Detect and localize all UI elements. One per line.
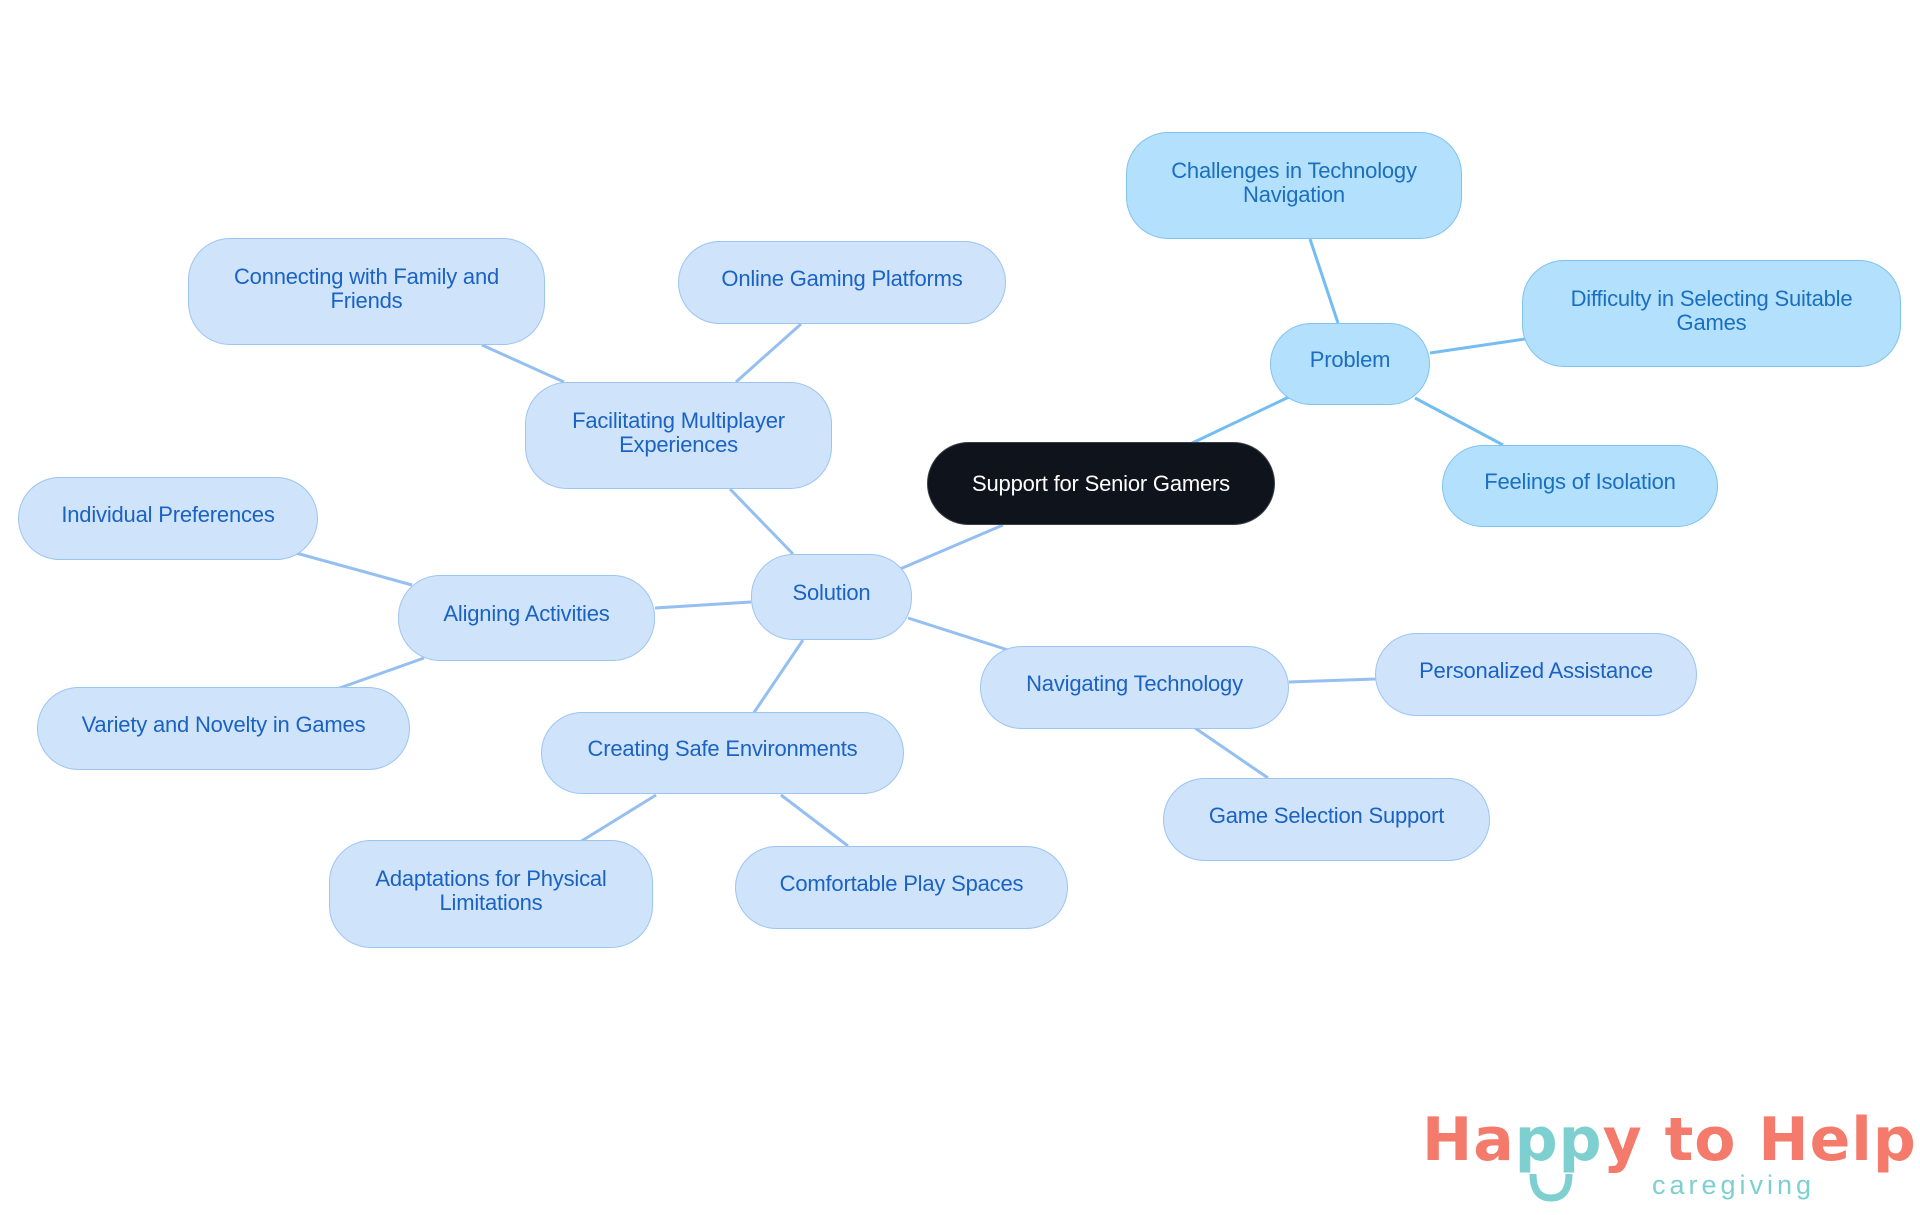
node-difficulty-in-selecting-suitable-games[interactable]: Difficulty in Selecting Suitable Games <box>1522 260 1901 367</box>
node-facilitating-multiplayer-experiences[interactable]: Facilitating Multiplayer Experiences <box>525 382 832 489</box>
node-label: Solution <box>792 580 871 605</box>
node-label: Challenges in Technology Navigation <box>1171 158 1417 207</box>
node-label: Feelings of Isolation <box>1484 469 1676 494</box>
root-node-support-for-senior-gamers[interactable]: Support for Senior Gamers <box>927 442 1275 525</box>
logo-text-y-to-help: y to Help <box>1602 1105 1917 1175</box>
node-variety-and-novelty-in-games[interactable]: Variety and Novelty in Games <box>37 687 410 770</box>
node-label: Aligning Activities <box>443 601 610 626</box>
edge-problem-to-isolation <box>1414 396 1504 447</box>
node-aligning-activities[interactable]: Aligning Activities <box>398 575 655 661</box>
node-challenges-in-technology-navigation[interactable]: Challenges in Technology Navigation <box>1126 132 1462 239</box>
node-game-selection-support[interactable]: Game Selection Support <box>1163 778 1490 861</box>
node-label: Individual Preferences <box>61 501 275 527</box>
node-navigating-technology[interactable]: Navigating Technology <box>980 646 1289 729</box>
node-label: Problem <box>1309 347 1391 372</box>
edge-aligning-to-variety <box>333 656 425 692</box>
node-label: Comfortable Play Spaces <box>779 870 1024 896</box>
edge-solution-to-navigating <box>907 616 1009 652</box>
happy-to-help-caregiving-logo: Happy to Help caregiving <box>1422 1108 1916 1208</box>
edge-facilitating-to-connecting <box>481 343 565 384</box>
node-label: Support for Senior Gamers <box>972 470 1230 496</box>
logo-tagline: caregiving <box>1652 1170 1816 1200</box>
node-label: Facilitating Multiplayer Experiences <box>572 408 785 457</box>
logo-text-pp: pp <box>1514 1105 1603 1175</box>
edge-creating-to-adaptations <box>579 793 657 844</box>
node-solution[interactable]: Solution <box>751 554 912 640</box>
node-creating-safe-environments[interactable]: Creating Safe Environments <box>541 712 904 794</box>
edge-creating-to-comfortable <box>780 793 849 848</box>
node-label: Personalized Assistance <box>1419 657 1653 683</box>
node-label: Difficulty in Selecting Suitable Games <box>1570 286 1853 335</box>
node-label: Variety and Novelty in Games <box>81 711 366 737</box>
edge-facilitating-to-online <box>735 322 802 384</box>
node-adaptations-for-physical-limitations[interactable]: Adaptations for Physical Limitations <box>329 840 653 948</box>
logo-wordmark: Happy to Help <box>1422 1108 1917 1172</box>
node-problem[interactable]: Problem <box>1270 323 1430 405</box>
node-label: Connecting with Family and Friends <box>233 264 500 313</box>
edge-aligning-to-individual <box>295 551 413 587</box>
node-personalized-assistance[interactable]: Personalized Assistance <box>1375 633 1697 716</box>
node-label: Online Gaming Platforms <box>721 265 963 291</box>
edge-problem-to-challenges <box>1308 238 1340 324</box>
edge-navigating-to-personalized <box>1288 677 1377 684</box>
node-connecting-with-family-and-friends[interactable]: Connecting with Family and Friends <box>188 238 545 345</box>
edge-solution-to-creating <box>751 639 805 715</box>
edge-root-to-problem <box>1185 394 1292 448</box>
node-comfortable-play-spaces[interactable]: Comfortable Play Spaces <box>735 846 1068 929</box>
smile-icon <box>1529 1173 1573 1202</box>
logo-text-ha: Ha <box>1422 1105 1515 1175</box>
node-label: Navigating Technology <box>1026 670 1243 696</box>
node-individual-preferences[interactable]: Individual Preferences <box>18 477 318 560</box>
node-online-gaming-platforms[interactable]: Online Gaming Platforms <box>678 241 1006 324</box>
node-feelings-of-isolation[interactable]: Feelings of Isolation <box>1442 445 1718 527</box>
edge-problem-to-difficulty <box>1429 337 1526 355</box>
node-label: Game Selection Support <box>1208 802 1445 828</box>
edge-solution-to-aligning <box>654 600 752 610</box>
node-label: Adaptations for Physical Limitations <box>375 866 607 915</box>
edge-root-to-solution <box>899 523 1004 571</box>
node-label: Creating Safe Environments <box>587 736 858 761</box>
edge-navigating-to-gameselection <box>1194 726 1269 780</box>
edge-solution-to-facilitating <box>728 487 795 556</box>
